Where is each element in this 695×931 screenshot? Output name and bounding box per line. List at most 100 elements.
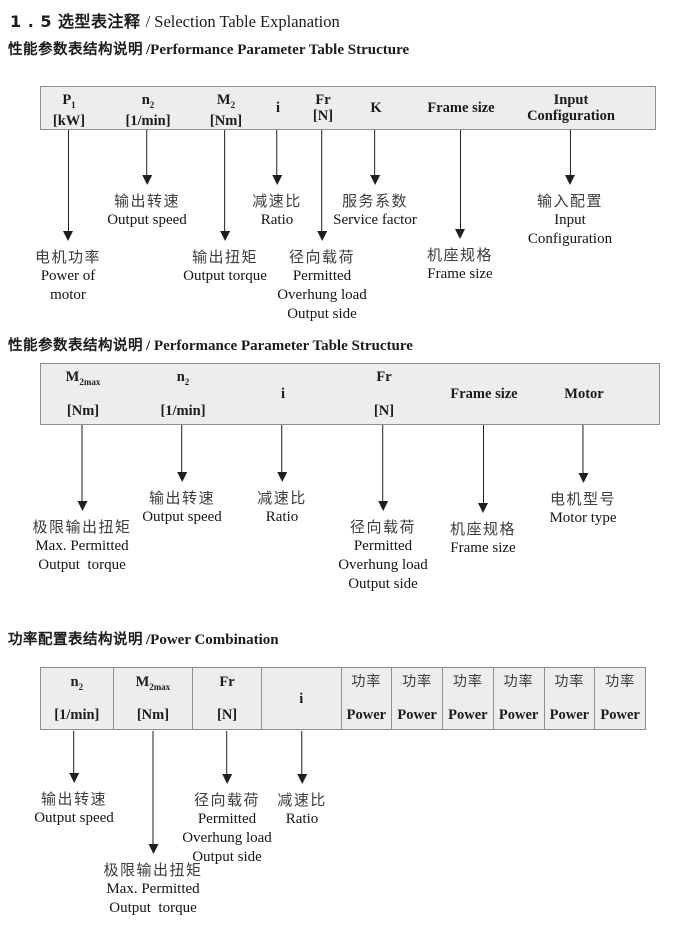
callout-label-en: Overhung load [277, 287, 367, 303]
column-symbol: i [275, 100, 281, 116]
page-title-en: / Selection Table Explanation [145, 12, 340, 31]
table-cell: 功率 Power [494, 668, 545, 729]
down-arrow-head-icon [62, 231, 73, 241]
callout-label-cn: 径向载荷 [193, 791, 260, 809]
column-subscript: 2 [78, 681, 84, 692]
callout-label-en: Output torque [109, 900, 197, 916]
section-heading: 性能参数表结构说明/ Performance Parameter Table S… [8, 334, 413, 355]
table-column: n2 [1/min] [160, 364, 205, 424]
column-symbol: Input [554, 92, 589, 108]
column-symbol: Fr [219, 674, 234, 690]
down-arrow-icon [382, 425, 384, 501]
down-arrow-icon [301, 731, 303, 774]
down-arrow-head-icon [317, 231, 327, 241]
column-unit: [1/min] [160, 403, 206, 419]
down-arrow-head-icon [176, 472, 187, 482]
callout-label-en: Output speed [142, 509, 222, 525]
callout-label-en: Overhung load [338, 557, 428, 573]
callout-label-en: Output side [287, 306, 357, 322]
column-symbol: n2 [177, 369, 190, 390]
down-arrow-head-icon [296, 774, 307, 784]
callout: 减速比 Ratio [252, 130, 302, 230]
callout-label: 减速比 Ratio [277, 791, 327, 829]
callout-label-cn: 减速比 [257, 489, 307, 507]
down-arrow-icon [482, 425, 484, 503]
callout-label-en: Ratio [260, 212, 294, 228]
section-heading: 性能参数表结构说明/Performance Parameter Table St… [8, 38, 409, 59]
down-arrow-icon [224, 130, 226, 231]
heading-cn: 功率配置表结构说明 [8, 632, 143, 648]
column-unit: [N] [217, 707, 238, 723]
power-label-cn: 功率 [503, 674, 534, 690]
table-column: Frame size [427, 87, 494, 129]
callout-label-cn: 减速比 [277, 791, 327, 809]
down-arrow-head-icon [222, 774, 232, 784]
power-label-en: Power [346, 707, 387, 723]
callout-label-en: Permitted [292, 268, 352, 284]
callout-label-en: Motor type [549, 510, 617, 526]
column-symbol: M2 [217, 92, 235, 113]
heading-en: /Power Combination [146, 632, 279, 648]
callout-label-cn: 服务系数 [341, 192, 409, 210]
column-unit: [Nm] [66, 403, 100, 419]
down-arrow-icon [374, 130, 376, 175]
column-symbol: n2 [71, 674, 84, 695]
down-arrow-head-icon [271, 175, 282, 185]
symbol-text: n [176, 369, 185, 385]
down-arrow-icon [276, 130, 278, 175]
down-arrow-head-icon [220, 231, 230, 241]
callout-label-en: Permitted [353, 538, 413, 554]
callout-label-en: Ratio [285, 811, 319, 827]
table-column: Motor [564, 364, 603, 424]
table-column: n2[1/min] [125, 87, 170, 129]
page-title: 1 . 5 选型表注释/ Selection Table Explanation [10, 8, 340, 32]
table-column: Fr[N] [313, 87, 333, 129]
callout-label-en: Frame size [427, 266, 493, 282]
callout-label-cn: 机座规格 [449, 520, 517, 538]
callout-label-en: Output speed [34, 810, 114, 826]
symbol-text: M [216, 92, 231, 108]
callout-label-en: Output torque [183, 268, 267, 284]
column-subscript: 2 [149, 99, 155, 110]
callout-label-cn: 径向载荷 [288, 248, 355, 266]
heading-en: /Performance Parameter Table Structure [146, 42, 410, 58]
callout-label-en: motor [50, 287, 86, 303]
column-symbol: M2max [136, 674, 171, 695]
callout-label-en: Input [554, 212, 586, 228]
power-label-en: Power [498, 707, 539, 723]
down-arrow-icon [152, 731, 154, 844]
down-arrow-head-icon [276, 472, 287, 482]
callout-label-cn: 输出转速 [40, 790, 108, 808]
down-arrow-head-icon [378, 501, 388, 511]
down-arrow-icon [181, 425, 183, 472]
callout-label-cn: 减速比 [252, 192, 302, 210]
symbol-text: Fr [315, 92, 331, 108]
table-column: P1[kW] [53, 87, 85, 129]
down-arrow-icon [281, 425, 283, 472]
column-unit: [1/min] [125, 112, 171, 129]
column-symbol: n2 [142, 92, 155, 113]
column-subscript: 2 [230, 99, 236, 110]
table-column: M2max[Nm] [66, 364, 101, 424]
column-symbol: P1 [62, 92, 75, 113]
callout-label-cn: 输出转速 [113, 192, 181, 210]
